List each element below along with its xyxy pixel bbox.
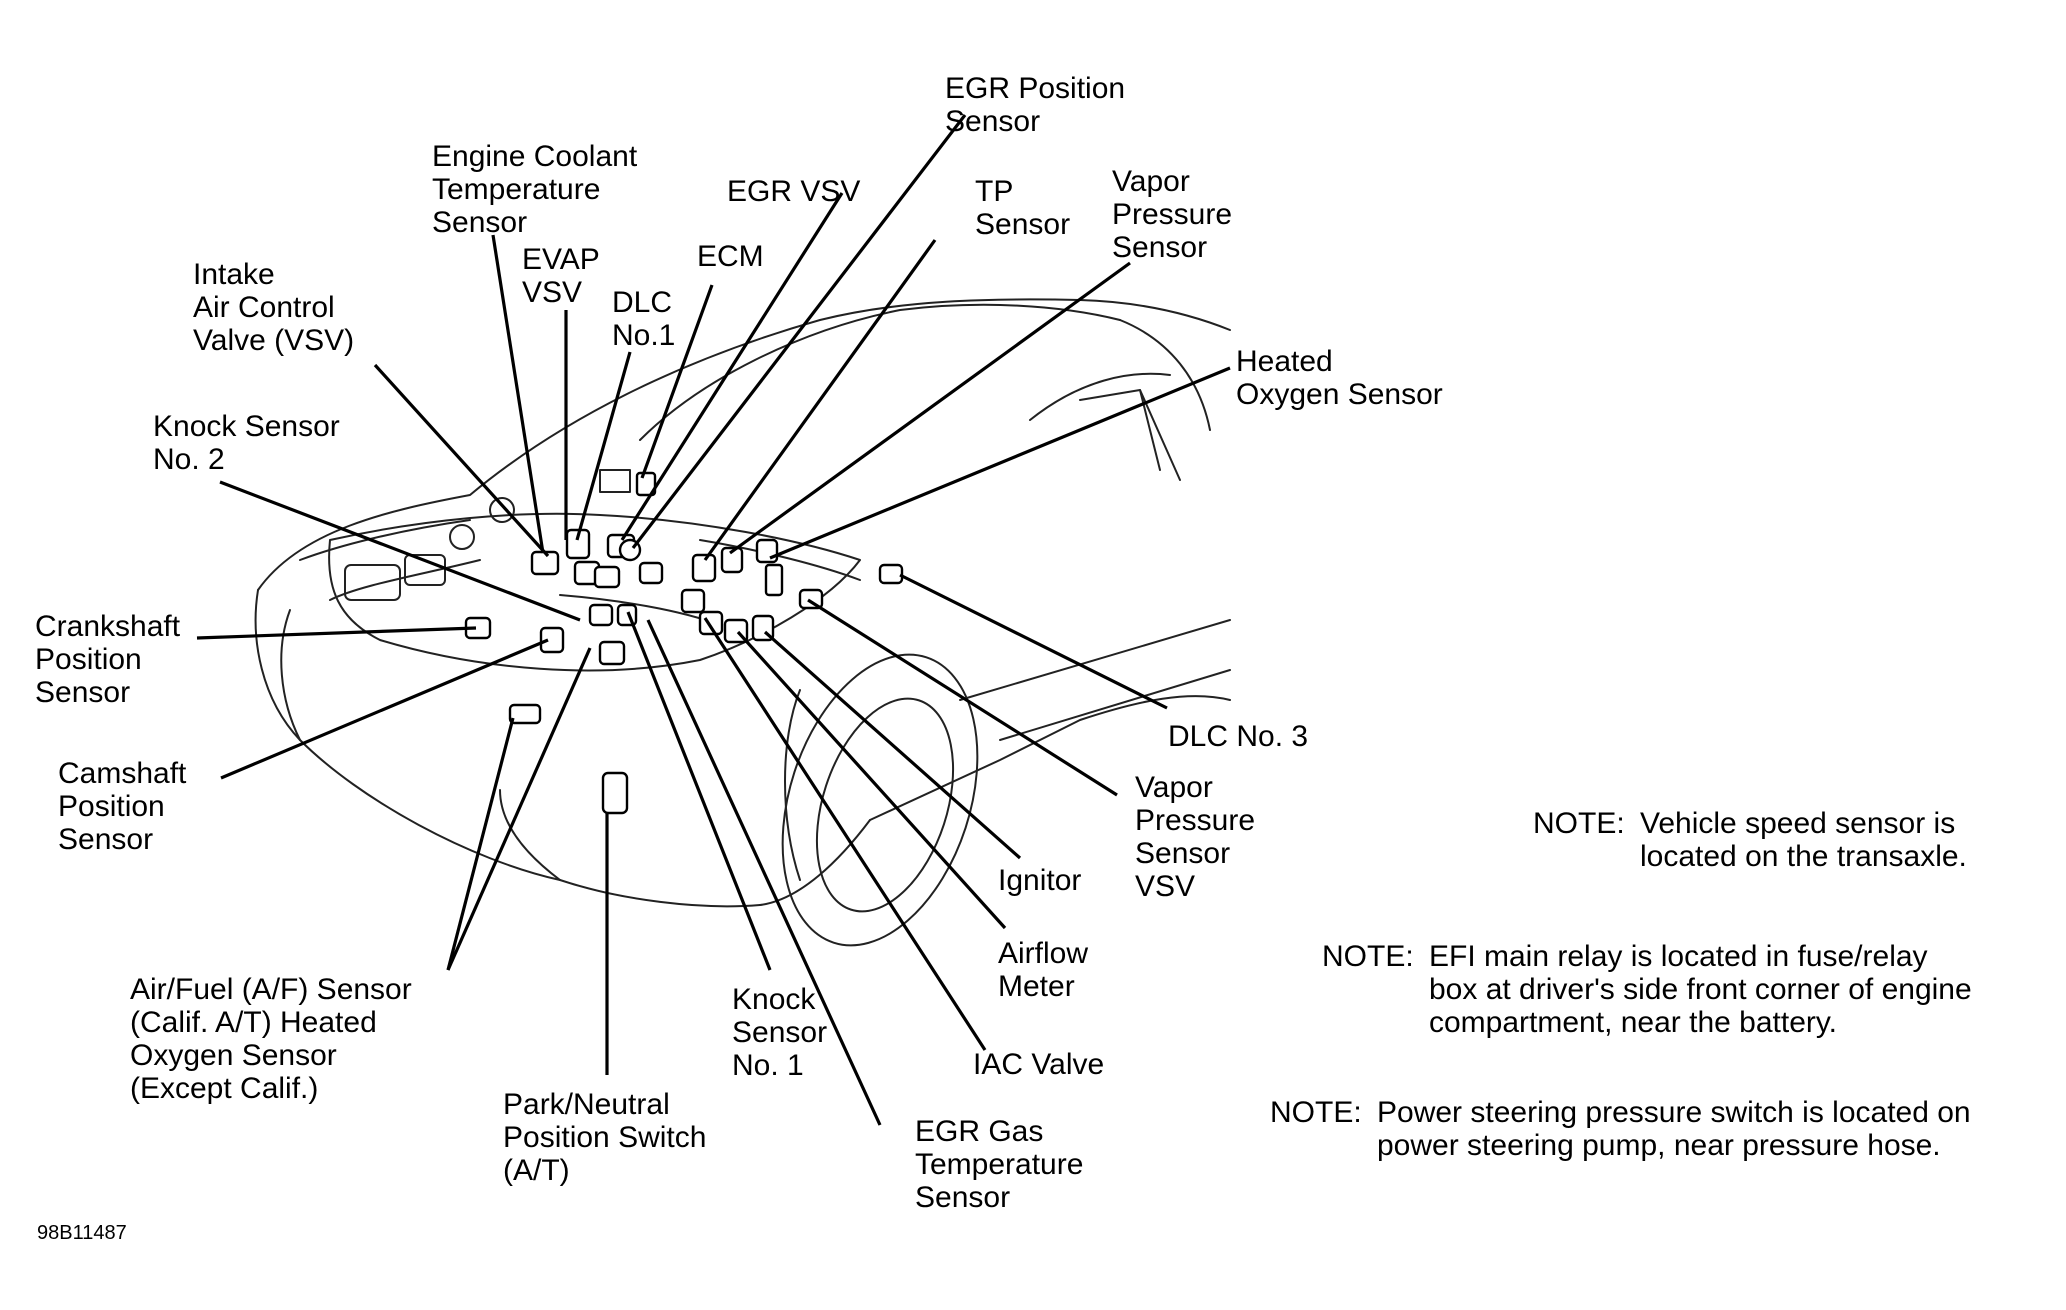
label-ignitor: Ignitor: [998, 864, 1082, 897]
label-camshaft-position-sensor: Camshaft Position Sensor: [58, 757, 187, 856]
label-ecm: ECM: [697, 240, 764, 273]
label-egr-gas-temperature-sensor: EGR Gas Temperature Sensor: [915, 1115, 1084, 1214]
label-engine-coolant-temperature-sensor: Engine Coolant Temperature Sensor: [432, 140, 638, 239]
label-crankshaft-position-sensor: Crankshaft Position Sensor: [35, 610, 181, 709]
label-vapor-pressure-sensor-vsv: Vapor Pressure Sensor VSV: [1135, 771, 1256, 903]
figure-code: 98B11487: [37, 1222, 127, 1244]
component-shapes: [464, 471, 904, 815]
label-knock-sensor-no1: Knock Sensor No. 1: [732, 983, 828, 1082]
label-intake-air-control-valve: Intake Air Control Valve (VSV): [193, 258, 355, 357]
label-air-fuel-sensor: Air/Fuel (A/F) Sensor (Calif. A/T) Heate…: [130, 973, 412, 1105]
leader-lines: [196, 114, 1231, 1126]
label-heated-oxygen-sensor: Heated Oxygen Sensor: [1236, 345, 1443, 411]
label-dlc-no1: DLC No.1: [612, 286, 676, 352]
label-egr-position-sensor: EGR Position Sensor: [945, 72, 1126, 138]
label-airflow-meter: Airflow Meter: [998, 937, 1089, 1003]
label-knock-sensor-no2: Knock Sensor No. 2: [153, 410, 340, 476]
label-egr-vsv: EGR VSV: [727, 175, 861, 208]
label-vapor-pressure-sensor: Vapor Pressure Sensor: [1112, 165, 1233, 264]
note-text: Vehicle speed sensor is located on the t…: [1640, 807, 1967, 873]
note-prefix: NOTE:: [1270, 1096, 1362, 1129]
note-prefix: NOTE:: [1533, 807, 1625, 840]
label-tp-sensor: TP Sensor: [975, 175, 1071, 241]
label-dlc-no3: DLC No. 3: [1168, 720, 1309, 753]
label-iac-valve: IAC Valve: [973, 1048, 1105, 1081]
note-text: EFI main relay is located in fuse/relay …: [1429, 940, 1972, 1039]
label-park-neutral-position-switch: Park/Neutral Position Switch (A/T): [503, 1088, 707, 1187]
note-prefix: NOTE:: [1322, 940, 1414, 973]
note-text: Power steering pressure switch is locate…: [1377, 1096, 1971, 1162]
label-evap-vsv: EVAP VSV: [522, 243, 600, 309]
